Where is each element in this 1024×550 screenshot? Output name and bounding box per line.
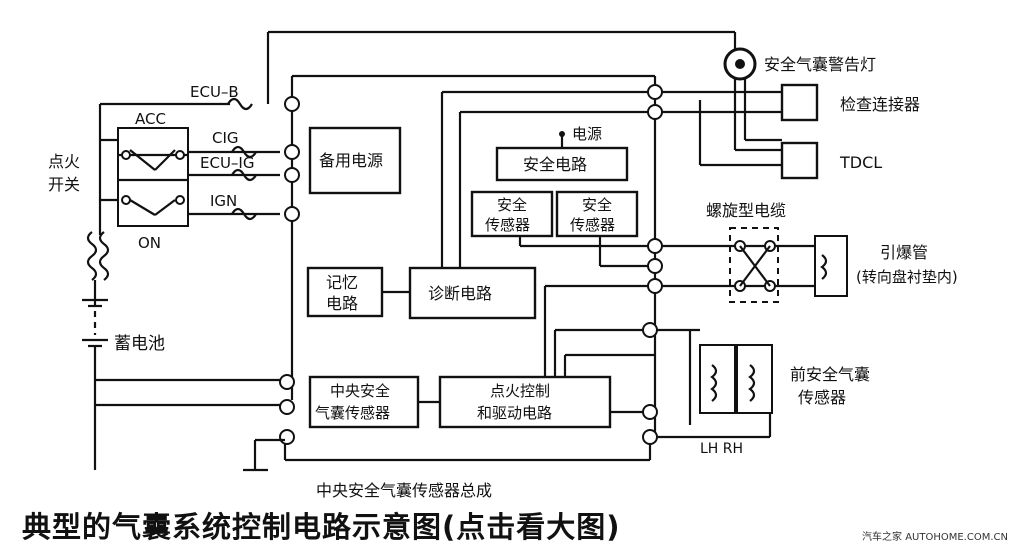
power-source-label: 电源 <box>572 125 602 143</box>
safety-circuit-box <box>495 146 629 182</box>
ign-label: IGN <box>210 192 237 210</box>
warning-lamp-icon <box>723 47 757 81</box>
fuses <box>86 97 257 281</box>
warning-lamp-label: 安全气囊警告灯 <box>764 55 876 74</box>
battery-label: 蓄电池 <box>114 334 165 354</box>
center-airbag-sensor-label-1: 中央安全 <box>330 382 390 400</box>
caption[interactable]: 典型的气囊系统控制电路示意图(点击看大图) <box>22 510 621 544</box>
detonator-label-1: 引爆管 <box>880 243 928 262</box>
memory-circuit-label-1: 记忆 <box>326 273 358 292</box>
external-wiring <box>657 90 820 439</box>
cig-label: CIG <box>212 129 239 147</box>
center-airbag-sensor-box <box>308 375 420 429</box>
front-sensor-icons <box>699 344 773 414</box>
safety-circuit-label: 安全电路 <box>523 155 587 174</box>
ignition-switch-label-2: 开关 <box>48 175 80 194</box>
lh-rh-label: LH RH <box>700 441 743 457</box>
ignition-switch-label-1: 点火 <box>48 152 80 171</box>
right-terminals <box>642 84 663 445</box>
check-connector-box <box>780 83 819 122</box>
ignition-control-box <box>438 375 612 429</box>
on-label: ON <box>138 234 161 252</box>
tdcl-label: TDCL <box>839 153 882 172</box>
backup-power-label: 备用电源 <box>319 151 383 170</box>
spiral-cable-label: 螺旋型电缆 <box>706 201 786 220</box>
center-sensor-assembly-label: 中央安全气囊传感器总成 <box>316 481 492 500</box>
watermark: 汽车之家 AUTOHOME.COM.CN <box>862 532 1008 543</box>
safety-sensor-right-label-1: 安全 <box>582 196 612 214</box>
center-airbag-sensor-label-2: 气囊传感器 <box>315 404 390 422</box>
ecu-ig-label: ECU–IG <box>200 154 254 172</box>
diagnosis-circuit-box <box>408 266 537 320</box>
front-sensor-label-2: 传感器 <box>798 388 846 407</box>
safety-sensor-left-label-1: 安全 <box>497 196 527 214</box>
safety-sensor-left-label-2: 传感器 <box>485 216 530 234</box>
spiral-cable-icon <box>729 227 779 303</box>
ignition-switch <box>98 102 280 235</box>
detonator-label-2: (转向盘衬垫内) <box>856 268 958 286</box>
internal-wiring <box>382 90 655 414</box>
battery-symbol <box>82 280 285 470</box>
ignition-control-label-2: 和驱动电路 <box>477 404 552 422</box>
safety-sensor-left-box <box>470 190 554 238</box>
acc-label: ACC <box>135 110 166 128</box>
safety-sensor-right-box <box>555 190 639 238</box>
ground-symbol <box>243 438 285 472</box>
diagnosis-circuit-label: 诊断电路 <box>428 284 492 303</box>
airbag-circuit-diagram: 点火 开关 ACC ON ECU–B CIG ECU–IG IGN 蓄电池 备用… <box>48 30 958 500</box>
ecu-b-label: ECU–B <box>190 83 239 101</box>
safety-sensor-right-label-2: 传感器 <box>570 216 615 234</box>
check-connector-label: 检查连接器 <box>840 95 920 114</box>
memory-circuit-label-2: 电路 <box>326 294 358 313</box>
ignition-control-label-1: 点火控制 <box>490 382 550 400</box>
left-terminals <box>279 96 300 445</box>
backup-power-box <box>308 126 402 195</box>
front-sensor-label-1: 前安全气囊 <box>790 365 870 384</box>
tdcl-box <box>780 141 819 180</box>
memory-circuit-box <box>306 266 384 318</box>
detonator-icon <box>814 235 848 297</box>
